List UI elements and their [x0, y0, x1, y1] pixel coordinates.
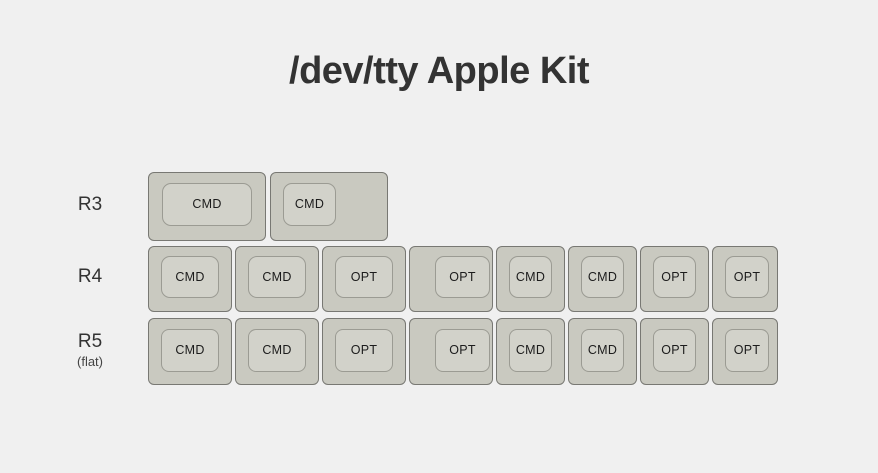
keycap-legend: CMD	[294, 197, 325, 212]
keycap-legend: CMD	[175, 269, 205, 284]
keycap-r4-7[interactable]: OPT	[640, 246, 709, 312]
keycap-top-surface: OPT	[335, 256, 393, 298]
keycap-legend: OPT	[733, 269, 761, 284]
keycap-r4-4[interactable]: OPT	[409, 246, 493, 312]
keycap-r5-1[interactable]: CMD	[148, 318, 232, 385]
keycap-top-surface: OPT	[725, 329, 769, 372]
keycap-r5-6[interactable]: CMD	[568, 318, 637, 385]
keycap-top-surface: OPT	[725, 256, 769, 298]
keycap-top-surface: CMD	[581, 329, 624, 372]
keycap-top-surface: CMD	[509, 256, 552, 298]
keycap-top-surface: OPT	[435, 329, 490, 372]
keycap-legend: OPT	[350, 269, 378, 284]
keycap-r4-3[interactable]: OPT	[322, 246, 406, 312]
keycap-top-surface: CMD	[162, 183, 252, 226]
keycap-top-surface: OPT	[653, 256, 696, 298]
keycap-r4-1[interactable]: CMD	[148, 246, 232, 312]
keycap-top-surface: CMD	[248, 329, 306, 372]
keycap-top-surface: OPT	[335, 329, 393, 372]
keycap-legend: OPT	[449, 269, 476, 284]
keycap-top-surface: CMD	[161, 329, 219, 372]
keycap-legend: CMD	[515, 343, 546, 358]
row-label-r4: R4	[40, 266, 140, 288]
keycap-r3-2[interactable]: CMD	[270, 172, 388, 241]
keycap-legend: OPT	[661, 343, 688, 358]
keycap-top-surface: CMD	[283, 183, 336, 226]
row-label-r3: R3	[40, 193, 140, 216]
keycap-legend: OPT	[661, 269, 688, 284]
keycap-legend: CMD	[262, 269, 292, 284]
keycap-top-surface: CMD	[509, 329, 552, 372]
keycap-legend: OPT	[350, 343, 378, 358]
page-title: /dev/tty Apple Kit	[289, 50, 589, 92]
keycap-r4-2[interactable]: CMD	[235, 246, 319, 312]
keycap-r5-4[interactable]: OPT	[409, 318, 493, 385]
keycap-legend: OPT	[449, 343, 476, 358]
keycap-r4-5[interactable]: CMD	[496, 246, 565, 312]
keycap-r5-2[interactable]: CMD	[235, 318, 319, 385]
keycap-top-surface: OPT	[653, 329, 696, 372]
keycap-legend: CMD	[175, 343, 205, 358]
keycap-legend: CMD	[587, 343, 618, 358]
keycap-r5-5[interactable]: CMD	[496, 318, 565, 385]
row-label-text: R5	[77, 330, 103, 352]
keycap-top-surface: CMD	[161, 256, 219, 298]
keycap-top-surface: OPT	[435, 256, 490, 298]
keycap-top-surface: CMD	[581, 256, 624, 298]
row-label-r5: R5 (flat)	[40, 330, 140, 370]
keycap-r5-8[interactable]: OPT	[712, 318, 778, 385]
keycap-legend: CMD	[515, 269, 546, 284]
row-label-text: R3	[77, 193, 103, 215]
keycap-r5-3[interactable]: OPT	[322, 318, 406, 385]
row-label-sublabel: (flat)	[77, 354, 103, 370]
keycap-r5-7[interactable]: OPT	[640, 318, 709, 385]
row-label-text: R4	[77, 266, 103, 287]
keycap-r3-1[interactable]: CMD	[148, 172, 266, 241]
keycap-r4-6[interactable]: CMD	[568, 246, 637, 312]
keycap-legend: OPT	[733, 343, 761, 358]
keycap-r4-8[interactable]: OPT	[712, 246, 778, 312]
keycap-top-surface: CMD	[248, 256, 306, 298]
keycap-legend: CMD	[587, 269, 618, 284]
keycap-legend: CMD	[262, 343, 292, 358]
keycap-legend: CMD	[192, 197, 222, 212]
